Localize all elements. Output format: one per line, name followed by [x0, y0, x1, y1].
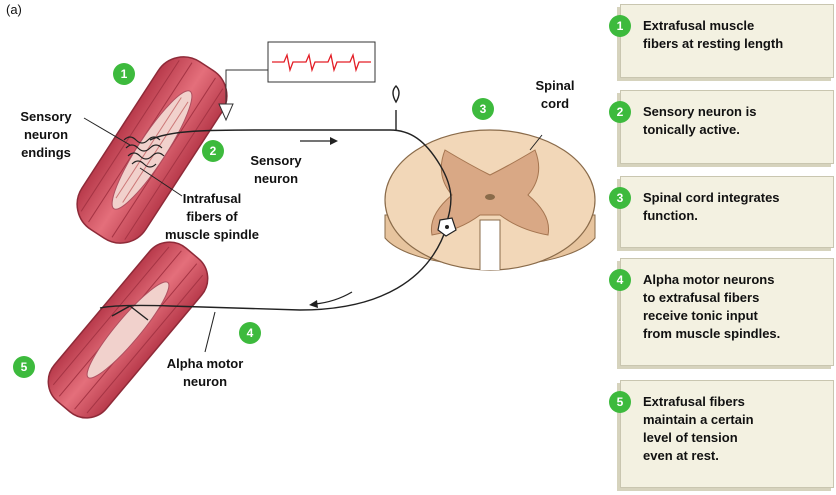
step-text: Extrafusal muscle fibers at resting leng… [643, 17, 827, 53]
step-line: level of tension [643, 430, 738, 445]
label-line: Sensory [250, 153, 302, 168]
label-line: endings [21, 145, 71, 160]
label-line: neuron [23, 127, 69, 142]
intrafusal-fibers-label: Intrafusal fibers of muscle spindle [150, 190, 274, 244]
step-line: Alpha motor neurons [643, 272, 775, 287]
step-badge: 3 [609, 187, 631, 209]
sensory-neuron-path [149, 85, 452, 226]
step-card-1: 1 Extrafusal muscle fibers at resting le… [609, 4, 834, 78]
label-line: neuron [182, 374, 228, 389]
diagram-badge-3: 3 [472, 98, 494, 120]
motor-neuron-soma [437, 217, 457, 237]
label-line: cord [540, 96, 570, 111]
step-card-3: 3 Spinal cord integrates function. [609, 176, 834, 248]
activity-recording [218, 41, 376, 122]
alpha-motor-neuron-label: Alpha motor neuron [155, 355, 255, 391]
step-badge: 2 [609, 101, 631, 123]
diagram-badge-4: 4 [239, 322, 261, 344]
label-line: Spinal [535, 78, 575, 93]
step-line: fibers at resting length [643, 36, 784, 51]
step-card-2: 2 Sensory neuron is tonically active. [609, 90, 834, 164]
step-card-4: 4 Alpha motor neurons to extrafusal fibe… [609, 258, 834, 366]
diagram-badge-2: 2 [202, 140, 224, 162]
diagram-badge-5: 5 [13, 356, 35, 378]
motor-direction-arrow [309, 291, 353, 308]
step-line: from muscle spindles. [643, 326, 781, 341]
diagram-badge-1: 1 [113, 63, 135, 85]
step-card-5: 5 Extrafusal fibers maintain a certain l… [609, 380, 834, 488]
step-line: to extrafusal fibers [643, 290, 760, 305]
sensory-neuron-endings-label: Sensory neuron endings [8, 108, 84, 162]
step-badge: 4 [609, 269, 631, 291]
step-line: receive tonic input [643, 308, 758, 323]
label-line: Alpha motor [166, 356, 244, 371]
step-line: Extrafusal muscle [643, 18, 755, 33]
spinal-cord-label: Spinal cord [525, 77, 585, 113]
step-text: Extrafusal fibers maintain a certain lev… [643, 393, 827, 465]
step-line: even at rest. [643, 448, 719, 463]
step-line: maintain a certain [643, 412, 754, 427]
step-text: Alpha motor neurons to extrafusal fibers… [643, 271, 827, 343]
figure-label: (a) [6, 2, 22, 17]
sensory-neuron-label: Sensory neuron [238, 152, 314, 188]
lower-muscle [47, 241, 209, 419]
step-badge: 1 [609, 15, 631, 37]
spinal-cord [384, 129, 596, 271]
step-line: Spinal cord integrates [643, 190, 780, 205]
label-line: muscle spindle [165, 227, 259, 242]
upper-muscle [76, 56, 228, 244]
alpha-motor-neuron-path [99, 225, 448, 321]
label-line: fibers of [186, 209, 238, 224]
step-line: function. [643, 208, 698, 223]
step-line: Extrafusal fibers [643, 394, 745, 409]
step-text: Sensory neuron is tonically active. [643, 103, 827, 139]
sensory-endings-coil [123, 136, 165, 168]
step-line: Sensory neuron is [643, 104, 757, 119]
label-line: Intrafusal [182, 191, 242, 206]
step-text: Spinal cord integrates function. [643, 189, 827, 225]
label-line: Sensory [20, 109, 72, 124]
step-badge: 5 [609, 391, 631, 413]
step-line: tonically active. [643, 122, 740, 137]
label-line: neuron [253, 171, 299, 186]
sensory-direction-arrow [300, 137, 338, 145]
leader-lines [83, 117, 543, 353]
